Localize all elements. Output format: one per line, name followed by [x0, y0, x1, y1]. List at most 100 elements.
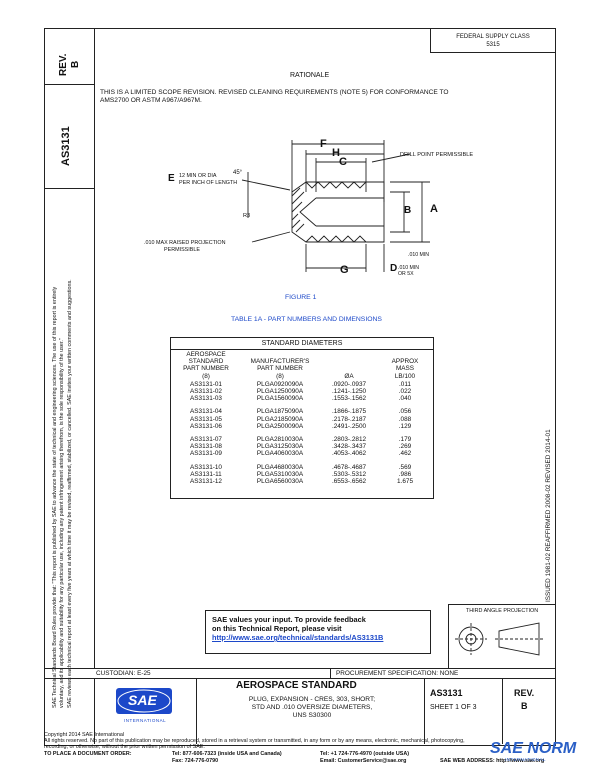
sae-logo-text: SAE	[128, 692, 157, 708]
column-header-line: (8)	[276, 372, 284, 380]
left-margin-column: REV.B AS3131	[44, 28, 95, 668]
table-cell: PLGA0920090A	[256, 380, 304, 388]
column-header-line: LB/100	[394, 372, 416, 380]
plug-drawing	[241, 140, 430, 272]
table-cell: AS3131-01	[190, 380, 222, 388]
dim-g-label: G	[340, 264, 349, 276]
tel-usa: Tel: 877-606-7323 (inside USA and Canada…	[172, 751, 282, 757]
column-header-line: STANDARD	[188, 358, 224, 366]
column-header-line: APPROX	[391, 358, 419, 366]
table-cell: .986	[398, 470, 412, 478]
table-cell: .056	[398, 408, 412, 416]
dim-e-label: E	[168, 173, 175, 184]
table-cell: .4678-.4687	[331, 463, 367, 471]
web-address: SAE WEB ADDRESS: http://www.sae.org	[440, 758, 545, 764]
table-cell: .569	[398, 463, 412, 471]
table-cell: PLGA6560030A	[256, 478, 304, 486]
column-header-line: PART NUMBER	[183, 365, 229, 373]
column-header-line: PART NUMBER	[257, 365, 303, 373]
projection-label: THIRD ANGLE PROJECTION	[465, 608, 539, 614]
rationale-text-2: AMS2700 OR ASTM A967/A967M.	[100, 97, 202, 104]
table-cell: PLGA1250090A	[256, 388, 304, 396]
table-cell: .462	[398, 450, 412, 458]
table-cell: PLGA3125030A	[256, 443, 304, 451]
table-cell: 1.675	[397, 478, 413, 486]
custodian: CUSTODIAN: E-25	[96, 670, 151, 677]
table-cell: PLGA1875090A	[256, 408, 304, 416]
column-header-line: MASS	[395, 365, 415, 373]
table-cell: .0920-.0937	[331, 380, 367, 388]
table-cell: PLGA1560090A	[256, 395, 304, 403]
title-rev-value: B	[521, 701, 528, 711]
rights-line-2: recording, or otherwise, without the pri…	[44, 744, 205, 750]
table-cell: AS3131-10	[190, 463, 222, 471]
table-cell: .2803-.2812	[331, 436, 367, 444]
rev-cell: REV.B	[44, 28, 94, 85]
table-cell: AS3131-06	[190, 422, 222, 430]
angle-label: 45°	[233, 170, 243, 176]
projection-symbol-icon	[455, 622, 545, 656]
notice-line-2: voluntary, and its applicability and sui…	[59, 338, 65, 708]
dim-f-label: F	[320, 138, 327, 150]
title-rev-label: REV.	[514, 688, 535, 698]
title-doc-number: AS3131	[430, 688, 463, 698]
table-cell: PLGA4060030A	[256, 450, 304, 458]
header-spacer	[323, 351, 375, 358]
rationale-text-1: THIS IS A LIMITED SCOPE REVISION. REVISE…	[100, 89, 449, 96]
figure-caption: FIGURE 1	[285, 294, 317, 301]
table-cell: AS3131-02	[190, 388, 222, 396]
table-cell: .1553-.1562	[331, 395, 367, 403]
feedback-link[interactable]: http://www.sae.org/technical/standards/A…	[212, 633, 384, 642]
table-cell: PLGA2810030A	[256, 436, 304, 444]
fsc-number: 5315	[486, 42, 500, 48]
fax: Fax: 724-776-0790	[172, 758, 219, 764]
table-cell: .5303-.5312	[331, 470, 367, 478]
sae-logo-mark	[116, 688, 172, 714]
copyright: Copyright 2014 SAE International	[44, 732, 125, 738]
note-drill: DRILL POINT PERMISSIBLE	[400, 152, 474, 158]
feedback-box: SAE values your input. To provide feedba…	[205, 610, 431, 654]
table-cell: PLGA5310030A	[256, 470, 304, 478]
col-diameter-a: ØA.0920-.0937.1241-.1250.1553-.1562.1866…	[323, 351, 375, 485]
table-cell: PLGA2500090A	[256, 422, 304, 430]
table-cell: .2178-.2187	[331, 415, 367, 423]
table-cell: .129	[398, 422, 412, 430]
column-header-line: MANUFACTURER'S	[250, 358, 310, 366]
column-header-line: ØA	[344, 372, 354, 380]
header-spacer	[381, 351, 429, 358]
table-caption: TABLE 1A - PART NUMBERS AND DIMENSIONS	[231, 316, 382, 323]
table-cell: .179	[398, 436, 412, 444]
page-frame	[44, 28, 556, 746]
column-header-line: (8)	[202, 372, 210, 380]
table-cell: PLGA2185090A	[256, 415, 304, 423]
table-header: STANDARD DIAMETERS	[171, 338, 433, 350]
notice-line-3: SAE reviews each technical report at lea…	[67, 279, 73, 708]
procurement-spec: PROCUREMENT SPECIFICATION: NONE	[336, 670, 459, 677]
dim-a-label: A	[430, 203, 438, 215]
doc-number-cell: AS3131	[44, 84, 94, 189]
sae-logo-subtext: INTERNATIONAL	[124, 718, 167, 723]
table-cell: AS3131-04	[190, 408, 222, 416]
table-cell: AS3131-05	[190, 415, 222, 423]
doc-number-vertical: AS3131	[60, 126, 72, 166]
dim-b-label: B	[404, 205, 412, 216]
radius-label: R3	[243, 213, 251, 219]
table-cell: .1866-.1875	[331, 408, 367, 416]
table-cell: AS3131-11	[190, 470, 222, 478]
table-cell: .011	[399, 380, 411, 388]
table-cell: .040	[398, 395, 412, 403]
table-cell: .6553-.6562	[331, 478, 367, 486]
table-cell: .088	[398, 415, 412, 423]
table-cell: AS3131-03	[190, 395, 222, 403]
projection-box: THIRD ANGLE PROJECTION	[448, 604, 555, 669]
fsc-label: FEDERAL SUPPLY CLASS	[456, 34, 530, 40]
header-spacer	[323, 365, 375, 372]
order-label: TO PLACE A DOCUMENT ORDER:	[44, 751, 132, 757]
header-spacer	[243, 351, 317, 358]
